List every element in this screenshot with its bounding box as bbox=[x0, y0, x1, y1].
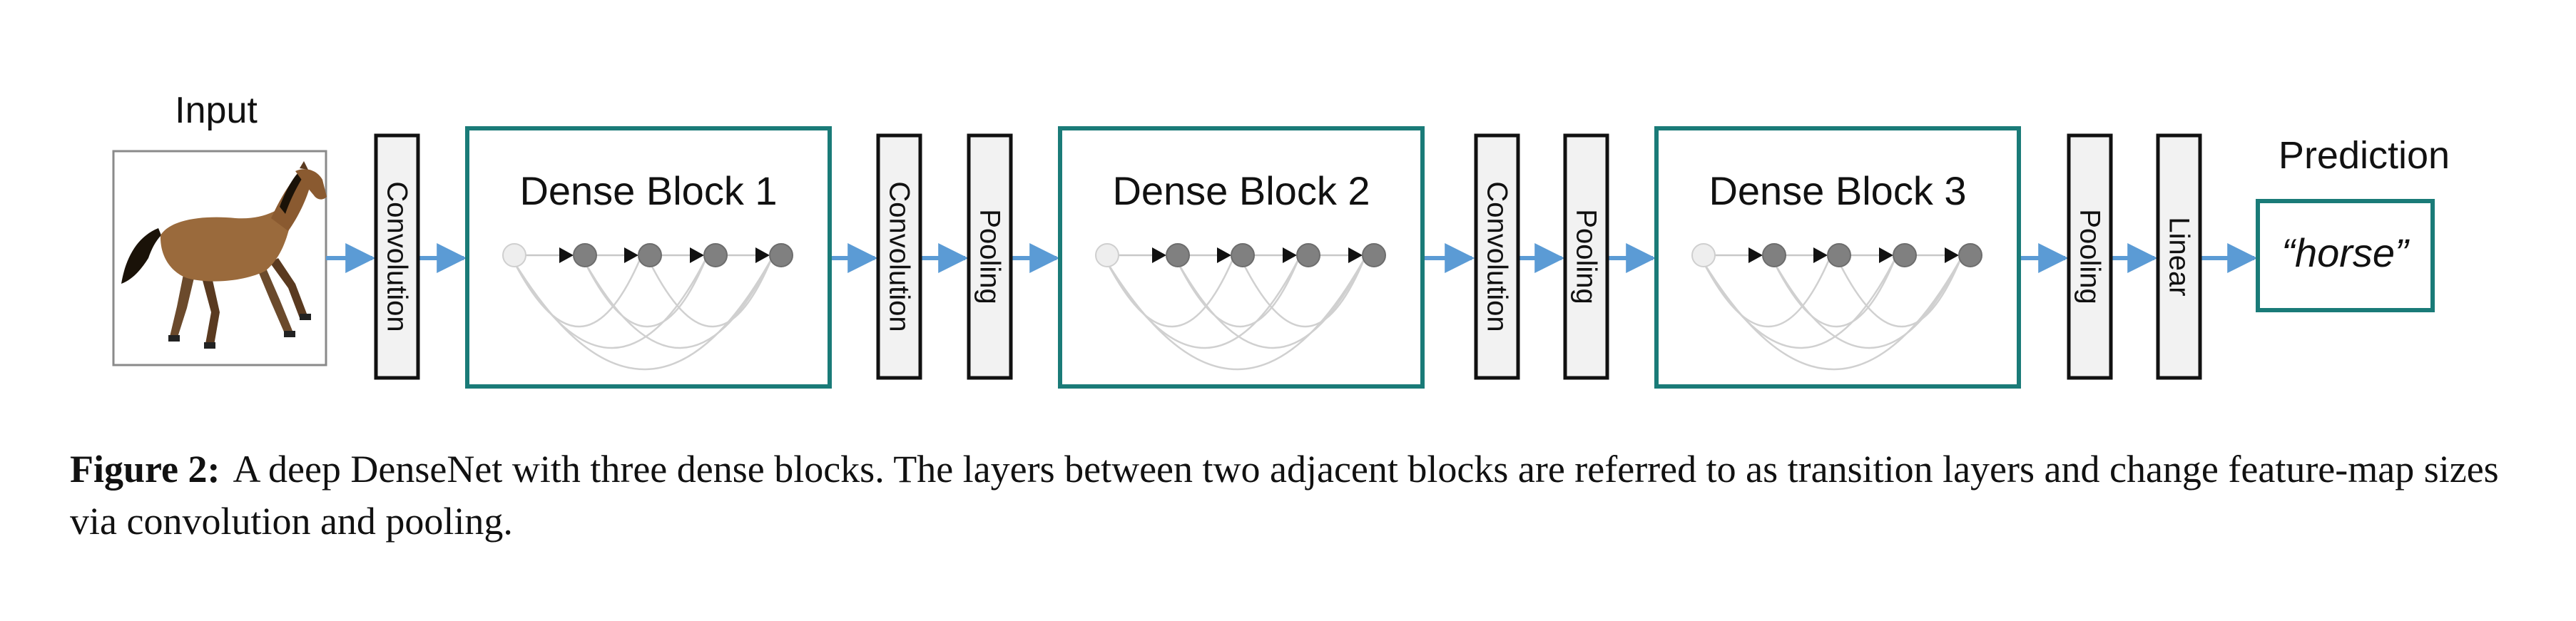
dense-block-3: Dense Block 3 bbox=[1654, 126, 2021, 389]
prediction-box: “horse” bbox=[2256, 199, 2435, 312]
skip-connection bbox=[648, 259, 773, 328]
skip-connection bbox=[584, 259, 773, 349]
skip-connection bbox=[513, 259, 773, 371]
arrow-head-icon bbox=[1152, 247, 1166, 263]
prediction-value: “horse” bbox=[2281, 230, 2410, 275]
input-image bbox=[112, 150, 327, 366]
layer-node bbox=[1827, 243, 1851, 267]
layer-node bbox=[1762, 243, 1786, 267]
skip-connection bbox=[1773, 259, 1896, 328]
layer-node bbox=[703, 243, 728, 267]
layer-conv2: Convolution bbox=[876, 133, 922, 380]
caption-text: A deep DenseNet with three dense blocks.… bbox=[70, 448, 2499, 543]
layer-conv3-label: Convolution bbox=[1482, 181, 1513, 332]
dense-block-title: Dense Block 3 bbox=[1709, 168, 1966, 213]
input-label: Input bbox=[175, 90, 258, 131]
skip-connection bbox=[513, 259, 641, 328]
arrow-head-icon bbox=[1945, 247, 1959, 263]
skip-connection bbox=[1106, 259, 1234, 328]
caption-label: Figure 2: bbox=[70, 448, 220, 491]
skip-connection bbox=[1838, 259, 1962, 328]
layer-pool2: Pooling bbox=[967, 133, 1013, 380]
arrow-head-icon bbox=[1217, 247, 1231, 263]
layer-node bbox=[573, 243, 597, 267]
dense-block-2: Dense Block 2 bbox=[1058, 126, 1425, 389]
skip-connection bbox=[1176, 259, 1300, 328]
layer-node bbox=[1362, 243, 1386, 267]
block-input-node bbox=[1691, 243, 1716, 267]
prediction-label: Prediction bbox=[2279, 134, 2450, 177]
layer-linear: Linear bbox=[2156, 133, 2202, 380]
skip-connection bbox=[1702, 259, 1831, 328]
skip-connection bbox=[1702, 259, 1962, 371]
block-input-node bbox=[1095, 243, 1119, 267]
arrow-head-icon bbox=[1283, 247, 1297, 263]
arrow-head-icon bbox=[624, 247, 638, 263]
skip-connection bbox=[1106, 259, 1365, 371]
layer-conv3: Convolution bbox=[1474, 133, 1520, 380]
dense-block-1: Dense Block 1 bbox=[465, 126, 832, 389]
layer-node bbox=[1958, 243, 1982, 267]
layer-node bbox=[1893, 243, 1917, 267]
densenet-diagram: Input bbox=[112, 90, 2450, 389]
layer-pool2-label: Pooling bbox=[974, 209, 1006, 304]
layer-linear-label: Linear bbox=[2164, 217, 2195, 296]
horse-icon bbox=[121, 161, 327, 349]
arrow-head-icon bbox=[559, 247, 574, 263]
block-input-node bbox=[502, 243, 526, 267]
layer-conv1: Convolution bbox=[374, 133, 420, 380]
figure-caption: Figure 2:A deep DenseNet with three dens… bbox=[70, 443, 2510, 548]
layer-pool3: Pooling bbox=[1563, 133, 1609, 380]
layer-pool3-label: Pooling bbox=[1571, 209, 1602, 304]
layer-node bbox=[1296, 243, 1320, 267]
skip-connection bbox=[1773, 259, 1962, 349]
skip-connection bbox=[1176, 259, 1365, 349]
layer-conv1-label: Convolution bbox=[382, 181, 413, 332]
layer-node bbox=[1231, 243, 1255, 267]
arrow-head-icon bbox=[1348, 247, 1363, 263]
arrow-head-icon bbox=[1813, 247, 1828, 263]
dense-block-title: Dense Block 2 bbox=[1112, 168, 1370, 213]
arrow-head-icon bbox=[1748, 247, 1763, 263]
layer-pool4: Pooling bbox=[2067, 133, 2113, 380]
arrow-head-icon bbox=[1879, 247, 1893, 263]
layer-conv2-label: Convolution bbox=[884, 181, 915, 332]
skip-connection bbox=[584, 259, 707, 328]
skip-connection bbox=[1241, 259, 1365, 328]
arrow-head-icon bbox=[690, 247, 704, 263]
layer-node bbox=[638, 243, 662, 267]
layer-pool4-label: Pooling bbox=[2074, 209, 2106, 304]
layer-node bbox=[769, 243, 793, 267]
arrow-head-icon bbox=[755, 247, 770, 263]
layer-node bbox=[1166, 243, 1190, 267]
dense-block-title: Dense Block 1 bbox=[519, 168, 777, 213]
